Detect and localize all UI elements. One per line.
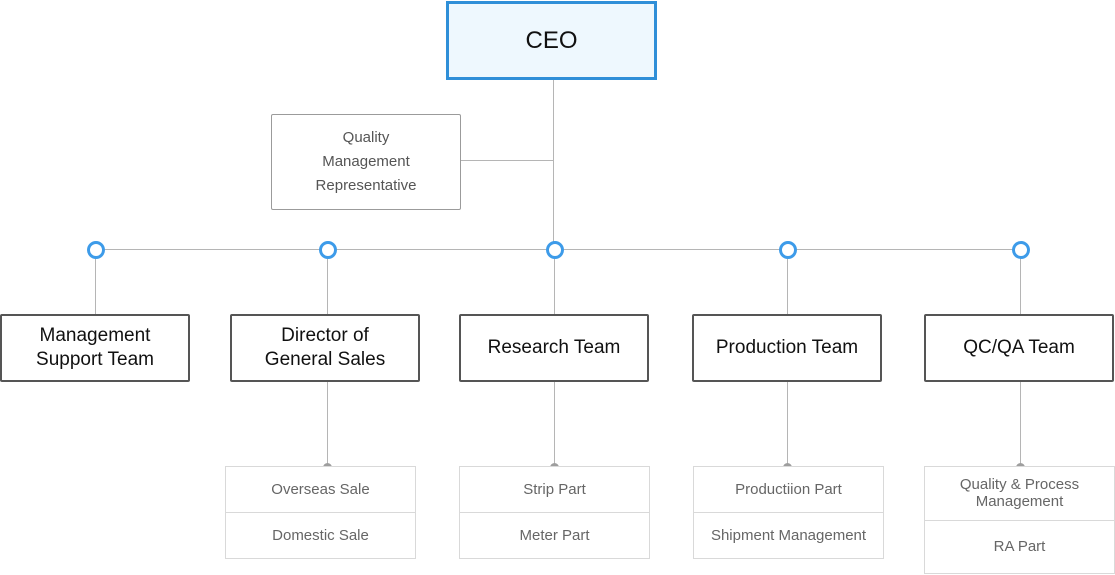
- connector-sub-qcqa: [1020, 382, 1021, 466]
- qmr-line-2: Management: [322, 153, 410, 170]
- subteams-research: Strip Part Meter Part: [459, 466, 650, 559]
- team-label-line-1: Management: [39, 325, 151, 346]
- team-label: Research Team: [487, 337, 621, 358]
- node-ring-production: [779, 241, 797, 259]
- subteam-domestic-sale: Domestic Sale: [226, 512, 415, 558]
- connector-qmr: [461, 160, 553, 161]
- node-ring-sales: [319, 241, 337, 259]
- subteams-sales: Overseas Sale Domestic Sale: [225, 466, 416, 559]
- qmr-line-1: Quality: [342, 129, 390, 146]
- team-director-general-sales: Director of General Sales: [230, 314, 420, 382]
- connector-sub-research: [554, 382, 555, 466]
- team-label-line-1: Director of: [281, 325, 369, 346]
- node-ring-management: [87, 241, 105, 259]
- connector-drop-qcqa: [1020, 258, 1021, 314]
- team-label: QC/QA Team: [963, 337, 1075, 358]
- connector-sub-sales: [327, 382, 328, 466]
- connector-drop-sales: [327, 258, 328, 314]
- team-label-line-2: Support Team: [36, 349, 154, 370]
- qmr-line-3: Representative: [315, 177, 417, 194]
- ceo-box: CEO: [446, 1, 657, 80]
- team-management-support: Management Support Team: [0, 314, 190, 382]
- team-label-line-2: General Sales: [264, 349, 386, 370]
- subteam-strip-part: Strip Part: [523, 481, 586, 498]
- connector-sub-production: [787, 382, 788, 466]
- subteam-meter-part: Meter Part: [460, 512, 649, 558]
- team-production: Production Team: [692, 314, 882, 382]
- node-ring-research: [546, 241, 564, 259]
- subteam-overseas-sale: Overseas Sale: [271, 481, 370, 498]
- connector-drop-production: [787, 258, 788, 314]
- connector-ceo-trunk: [553, 80, 554, 242]
- quality-management-representative-box: Quality Management Representative: [271, 114, 461, 210]
- team-label: Production Team: [715, 337, 859, 358]
- subteams-production: Productiion Part Shipment Management: [693, 466, 884, 559]
- subteams-qcqa: Quality & Process Management RA Part: [924, 466, 1115, 574]
- subteam-ra-part: RA Part: [925, 519, 1114, 574]
- team-research: Research Team: [459, 314, 649, 382]
- subteam-quality-process-management: Quality & Process Management: [925, 467, 1114, 520]
- subteam-quality-process-management-label: Quality & Process Management: [959, 476, 1080, 511]
- subteam-shipment-management: Shipment Management: [694, 512, 883, 558]
- ceo-label: CEO: [525, 26, 578, 54]
- connector-drop-research: [554, 258, 555, 314]
- subteam-production-part: Productiion Part: [735, 481, 842, 498]
- node-ring-qcqa: [1012, 241, 1030, 259]
- team-qcqa: QC/QA Team: [924, 314, 1114, 382]
- connector-drop-management: [95, 258, 96, 314]
